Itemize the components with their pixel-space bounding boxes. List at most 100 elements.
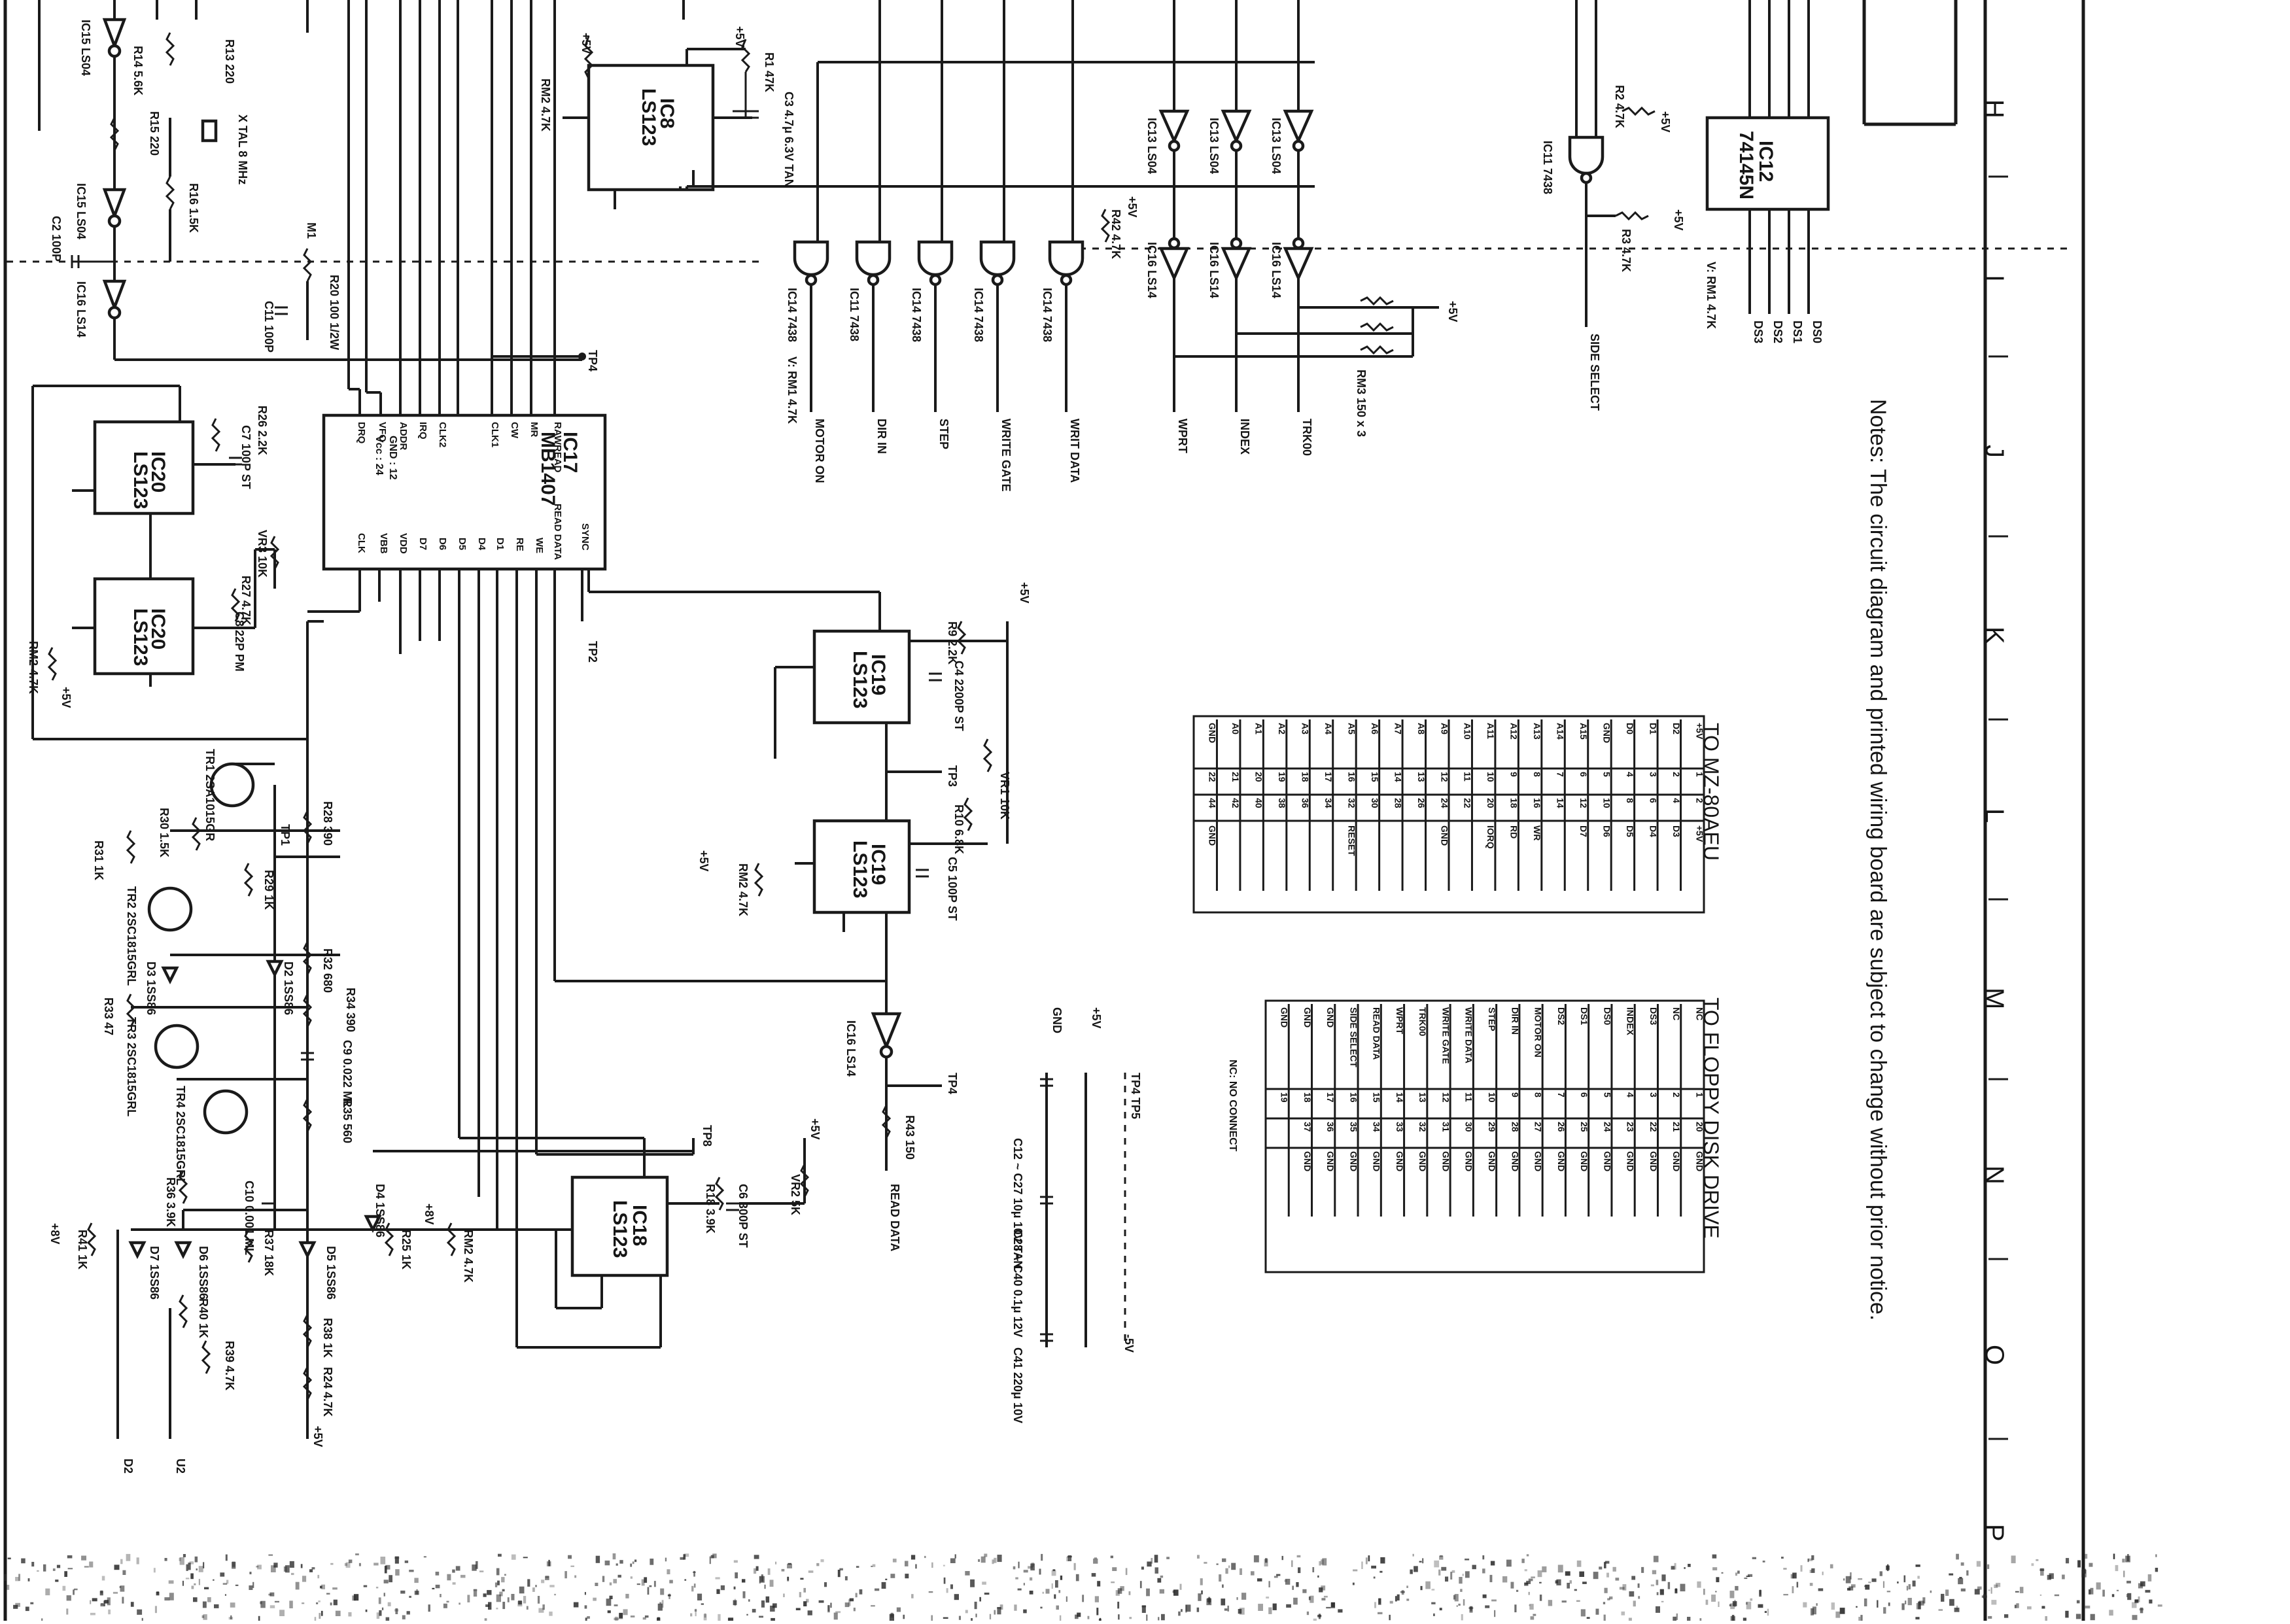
ic19b-one-shot: IC19 LS123 [812,819,911,914]
svg-text:STEP: STEP [937,419,950,449]
svg-text:IC13 LS04: IC13 LS04 [1145,118,1158,174]
connector-cell: RESET [1346,825,1357,856]
connector-cell: 3 [1648,772,1658,777]
connector-cell: 1 [1694,772,1705,777]
svg-text:READ DATA: READ DATA [888,1184,901,1251]
connector-cell: GND [1302,1007,1313,1028]
svg-text:D7 1SS86: D7 1SS86 [148,1246,161,1300]
connector-cell: NC [1671,1007,1682,1020]
connector-cell: GND [1625,1151,1636,1171]
connector-cell: 36 [1325,1122,1336,1132]
connector-cell: 34 [1323,798,1334,808]
connector-cell: DS2 [1556,1007,1567,1025]
connector-cell: 4 [1625,1092,1636,1097]
ic20b-one-shot: IC20 LS123 [93,577,195,676]
svg-text:IC19: IC19 [867,654,889,695]
connector-cell: 4 [1625,772,1635,777]
connector-cell: 37 [1302,1122,1313,1132]
ic20-wiring: R26 2.2K C7 100P ST VR3 10K R27 4.7K C8 … [27,385,360,740]
connector-cell: TRK00 [1417,1007,1428,1037]
svg-text:DIR IN: DIR IN [875,419,888,454]
svg-text:SIDE SELECT: SIDE SELECT [1588,334,1601,411]
svg-text:R41 1K: R41 1K [76,1230,89,1270]
svg-text:R2 4.7K: R2 4.7K [1613,85,1626,128]
data-separator-section: TR1 2SA1015GR TR2 2SC1815GRL TR3 2SC1815… [48,739,589,1474]
connector-cell: 16 [1346,772,1357,782]
svg-text:R40 1K: R40 1K [197,1298,210,1338]
svg-text:TR4 2SC1815GRL: TR4 2SC1815GRL [174,1086,187,1185]
svg-text:CLK1: CLK1 [489,422,500,447]
connector-cell: 11 [1464,1092,1474,1102]
svg-text:VFO: VFO [377,422,388,442]
connector-cell: 36 [1300,798,1311,808]
svg-text:RM2 4.7K: RM2 4.7K [539,78,552,131]
page-border [3,0,2085,1621]
connector-cell: GND [1556,1151,1567,1171]
connector-cell: 26 [1556,1122,1567,1132]
svg-text:V: RM1 4.7K: V: RM1 4.7K [1705,262,1718,329]
svg-text:R15 220: R15 220 [148,111,161,156]
connector-cell: 19 [1279,1092,1290,1103]
connector-cell: 8 [1533,1092,1544,1097]
connector-cell: 17 [1323,772,1334,782]
connector-cell: 42 [1230,798,1241,808]
svg-text:74145N: 74145N [1735,131,1757,199]
connector-cell: 15 [1370,772,1380,782]
connector-cell: 32 [1417,1122,1428,1132]
svg-text:C4 2200P ST: C4 2200P ST [952,661,965,731]
connector-cell: GND [1510,1151,1520,1171]
svg-text:IC16 LS14: IC16 LS14 [1270,242,1283,298]
ic18-one-shot: IC18 LS123 R18 3.9K C6 300P ST VR2 5K +5… [373,1118,822,1349]
connector-cell: WR [1532,825,1542,840]
connector-cell: 12 [1439,772,1449,782]
connector-cell: 22 [1648,1122,1659,1132]
connector-cell: GND [1533,1151,1544,1171]
svg-text:+5V: +5V [1672,209,1685,231]
connector-cell: D2 [1671,723,1682,734]
connector-cell: INDEX [1625,1007,1636,1035]
connector-cell: 28 [1393,798,1403,808]
svg-text:TP8: TP8 [701,1125,714,1147]
svg-text:U2: U2 [174,1459,187,1474]
svg-text:TRK00: TRK00 [1300,419,1313,456]
connector-cell: 11 [1463,772,1473,782]
svg-text:R30 1.5K: R30 1.5K [158,808,171,857]
connector-cell: 10 [1485,772,1496,782]
svg-text:R1 47K: R1 47K [763,52,776,92]
connector-cell: GND [1602,1151,1612,1171]
svg-text:WE: WE [534,538,545,553]
connector-cell: A14 [1555,723,1566,740]
svg-text:RM2 4.7K: RM2 4.7K [737,863,750,916]
connector-cell: 19 [1277,772,1287,782]
svg-text:IC14 7438: IC14 7438 [910,288,923,342]
connector-cell: 32 [1346,798,1357,808]
svg-text:C9 0.022 ML: C9 0.022 ML [341,1040,354,1108]
connector-cell: GND [1348,1151,1359,1171]
connector-cell: 14 [1395,1092,1405,1103]
connector-cell: GND [1648,1151,1659,1171]
svg-text:C8 22P PM: C8 22P PM [233,612,246,672]
connector-cell: 21 [1230,772,1241,782]
svg-text:DS2: DS2 [1771,320,1784,343]
connector-cell: 14 [1393,772,1403,782]
decoupling-capacitors: C12 ~ C27 10μ 10V TAN C28 ~ C40 0.1μ 12V… [1011,1007,1142,1423]
svg-text:-5V: -5V [1122,1334,1136,1353]
connector-cell: 2 [1671,1092,1682,1097]
svg-text:C28 ~ C40 0.1μ 12V: C28 ~ C40 0.1μ 12V [1011,1230,1024,1338]
svg-text:VR1 10K: VR1 10K [998,772,1011,820]
svg-text:X TAL 8 MHz: X TAL 8 MHz [236,114,249,184]
connector-cell: D3 [1671,825,1682,837]
connector-cell: 5 [1601,772,1612,777]
svg-text:LS123: LS123 [849,840,871,898]
svg-text:R25 1K: R25 1K [400,1230,413,1270]
svg-text:+5V: +5V [580,33,593,54]
svg-text:+8V: +8V [48,1223,61,1245]
connector-cell: A15 [1578,723,1589,740]
connector-cell: DIR IN [1510,1007,1520,1035]
connector-cell: NC [1694,1007,1705,1020]
svg-text:RM3 150 x 3: RM3 150 x 3 [1355,370,1368,437]
connector-cell: D4 [1648,825,1658,837]
svg-text:D6: D6 [437,538,448,550]
svg-text:CLK2: CLK2 [437,422,448,447]
connector-cell: GND [1279,1007,1290,1028]
